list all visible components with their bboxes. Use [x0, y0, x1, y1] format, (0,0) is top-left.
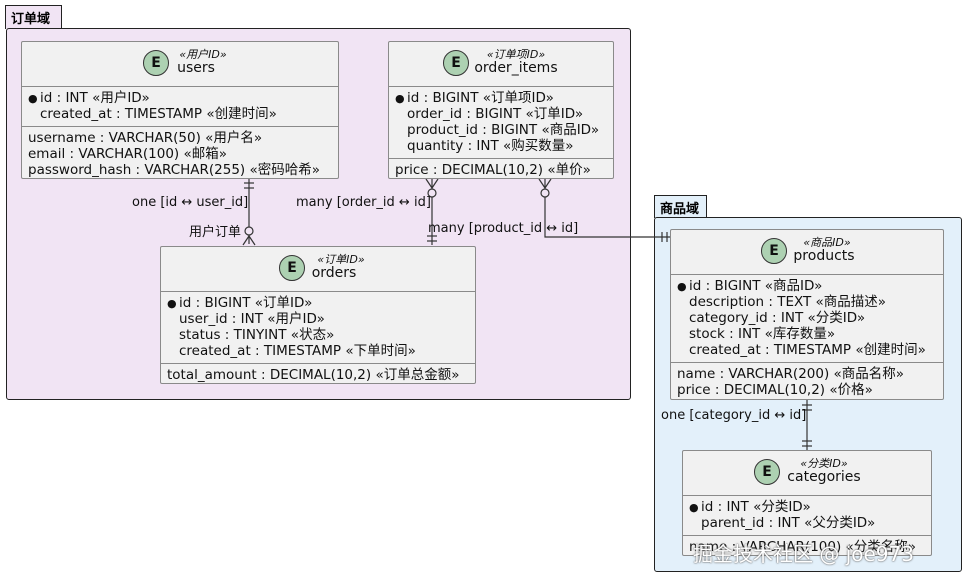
- entity-field: parent_id : INT «父分类ID»: [701, 515, 876, 531]
- entity-field: password_hash : VARCHAR(255) «密码哈希»: [28, 162, 321, 178]
- entity-field: category_id : INT «分类ID»: [689, 310, 866, 326]
- relation-label-orders-items: many [order_id ↔ id]: [296, 195, 431, 210]
- entity-field: price : DECIMAL(10,2) «价格»: [677, 382, 873, 398]
- entity-header: E «订单项ID» order_items: [389, 42, 613, 87]
- entity-field: price : DECIMAL(10,2) «单价»: [395, 162, 591, 178]
- entity-field: user_id : INT «用户ID»: [179, 311, 325, 327]
- entity-key-section: ●id : BIGINT «商品ID» description : TEXT «…: [671, 275, 943, 363]
- bullet-icon: ●: [395, 92, 405, 105]
- entity-field-section: price : DECIMAL(10,2) «单价»: [389, 159, 613, 182]
- entity-header: E «用户ID» users: [22, 42, 338, 87]
- entity-users[interactable]: E «用户ID» users ●id : INT «用户ID» created_…: [21, 41, 339, 179]
- entity-field: product_id : BIGINT «商品ID»: [407, 122, 600, 138]
- entity-field-section: name : VARCHAR(100) «分类名称»: [683, 536, 931, 555]
- entity-field: order_id : BIGINT «订单ID»: [407, 106, 584, 122]
- entity-header: E «分类ID» categories: [683, 451, 931, 496]
- entity-name: orders: [311, 265, 357, 281]
- entity-e-icon: E: [143, 50, 169, 76]
- entity-e-icon: E: [443, 50, 469, 76]
- entity-e-icon: E: [754, 459, 780, 485]
- entity-e-icon: E: [279, 255, 305, 281]
- package-tab-order: 订单域: [5, 5, 62, 29]
- entity-key-section: ●id : BIGINT «订单项ID» order_id : BIGINT «…: [389, 87, 613, 159]
- entity-field-section: total_amount : DECIMAL(10,2) «订单总金额»: [161, 364, 475, 387]
- entity-stereotype: «用户ID»: [179, 48, 227, 61]
- entity-key-section: ●id : INT «用户ID» created_at : TIMESTAMP …: [22, 87, 338, 127]
- entity-field: status : TINYINT «状态»: [179, 327, 335, 343]
- entity-field: name : VARCHAR(100) «分类名称»: [689, 539, 917, 555]
- entity-name: products: [793, 248, 855, 264]
- entity-stereotype: «商品ID»: [803, 236, 851, 249]
- entity-field: email : VARCHAR(100) «邮箱»: [28, 146, 227, 162]
- watermark-text: 掘金技术社区 @ joe973: [693, 542, 914, 566]
- entity-field: created_at : TIMESTAMP «下单时间»: [179, 343, 416, 359]
- entity-products[interactable]: E «商品ID» products ●id : BIGINT «商品ID» de…: [670, 229, 944, 400]
- package-tab-product: 商品域: [654, 195, 707, 218]
- entity-field: created_at : TIMESTAMP «创建时间»: [40, 106, 277, 122]
- entity-field: id : BIGINT «商品ID»: [689, 278, 823, 294]
- bullet-icon: ●: [167, 297, 177, 310]
- bullet-icon: ●: [689, 501, 699, 514]
- entity-field: username : VARCHAR(50) «用户名»: [28, 130, 263, 146]
- entity-key-section: ●id : INT «分类ID» parent_id : INT «父分类ID»: [683, 496, 931, 536]
- entity-name: users: [177, 60, 215, 76]
- entity-field: total_amount : DECIMAL(10,2) «订单总金额»: [167, 367, 460, 383]
- entity-stereotype: «订单项ID»: [486, 48, 546, 61]
- entity-field: id : BIGINT «订单项ID»: [407, 90, 554, 106]
- entity-stereotype: «分类ID»: [800, 457, 848, 470]
- entity-header: E «商品ID» products: [671, 230, 943, 275]
- entity-field: stock : INT «库存数量»: [689, 326, 836, 342]
- entity-name: order_items: [474, 60, 558, 76]
- entity-field: created_at : TIMESTAMP «创建时间»: [689, 342, 926, 358]
- entity-name: categories: [787, 469, 861, 485]
- relation-sublabel-users-orders: 用户订单: [189, 225, 242, 240]
- entity-field: quantity : INT «购买数量»: [407, 138, 574, 154]
- entity-order-items[interactable]: E «订单项ID» order_items ●id : BIGINT «订单项I…: [388, 41, 614, 179]
- entity-orders[interactable]: E «订单ID» orders ●id : BIGINT «订单ID» user…: [160, 246, 476, 384]
- entity-categories[interactable]: E «分类ID» categories ●id : INT «分类ID» par…: [682, 450, 932, 556]
- entity-field-section: name : VARCHAR(200) «商品名称» price : DECIM…: [671, 363, 943, 402]
- bullet-icon: ●: [28, 92, 38, 105]
- entity-field: id : BIGINT «订单ID»: [179, 295, 313, 311]
- entity-field-section: username : VARCHAR(50) «用户名» email : VAR…: [22, 127, 338, 182]
- entity-field: description : TEXT «商品描述»: [689, 294, 887, 310]
- entity-e-icon: E: [761, 238, 787, 264]
- entity-field: id : INT «用户ID»: [40, 90, 150, 106]
- relation-label-items-products: many [product_id ↔ id]: [428, 221, 579, 236]
- entity-header: E «订单ID» orders: [161, 247, 475, 292]
- relation-label-products-categories: one [category_id ↔ id]: [661, 408, 807, 423]
- bullet-icon: ●: [677, 280, 687, 293]
- entity-key-section: ●id : BIGINT «订单ID» user_id : INT «用户ID»…: [161, 292, 475, 364]
- entity-stereotype: «订单ID»: [317, 253, 365, 266]
- entity-field: id : INT «分类ID»: [701, 499, 811, 515]
- relation-label-users-orders: one [id ↔ user_id]: [132, 195, 249, 210]
- entity-field: name : VARCHAR(200) «商品名称»: [677, 366, 905, 382]
